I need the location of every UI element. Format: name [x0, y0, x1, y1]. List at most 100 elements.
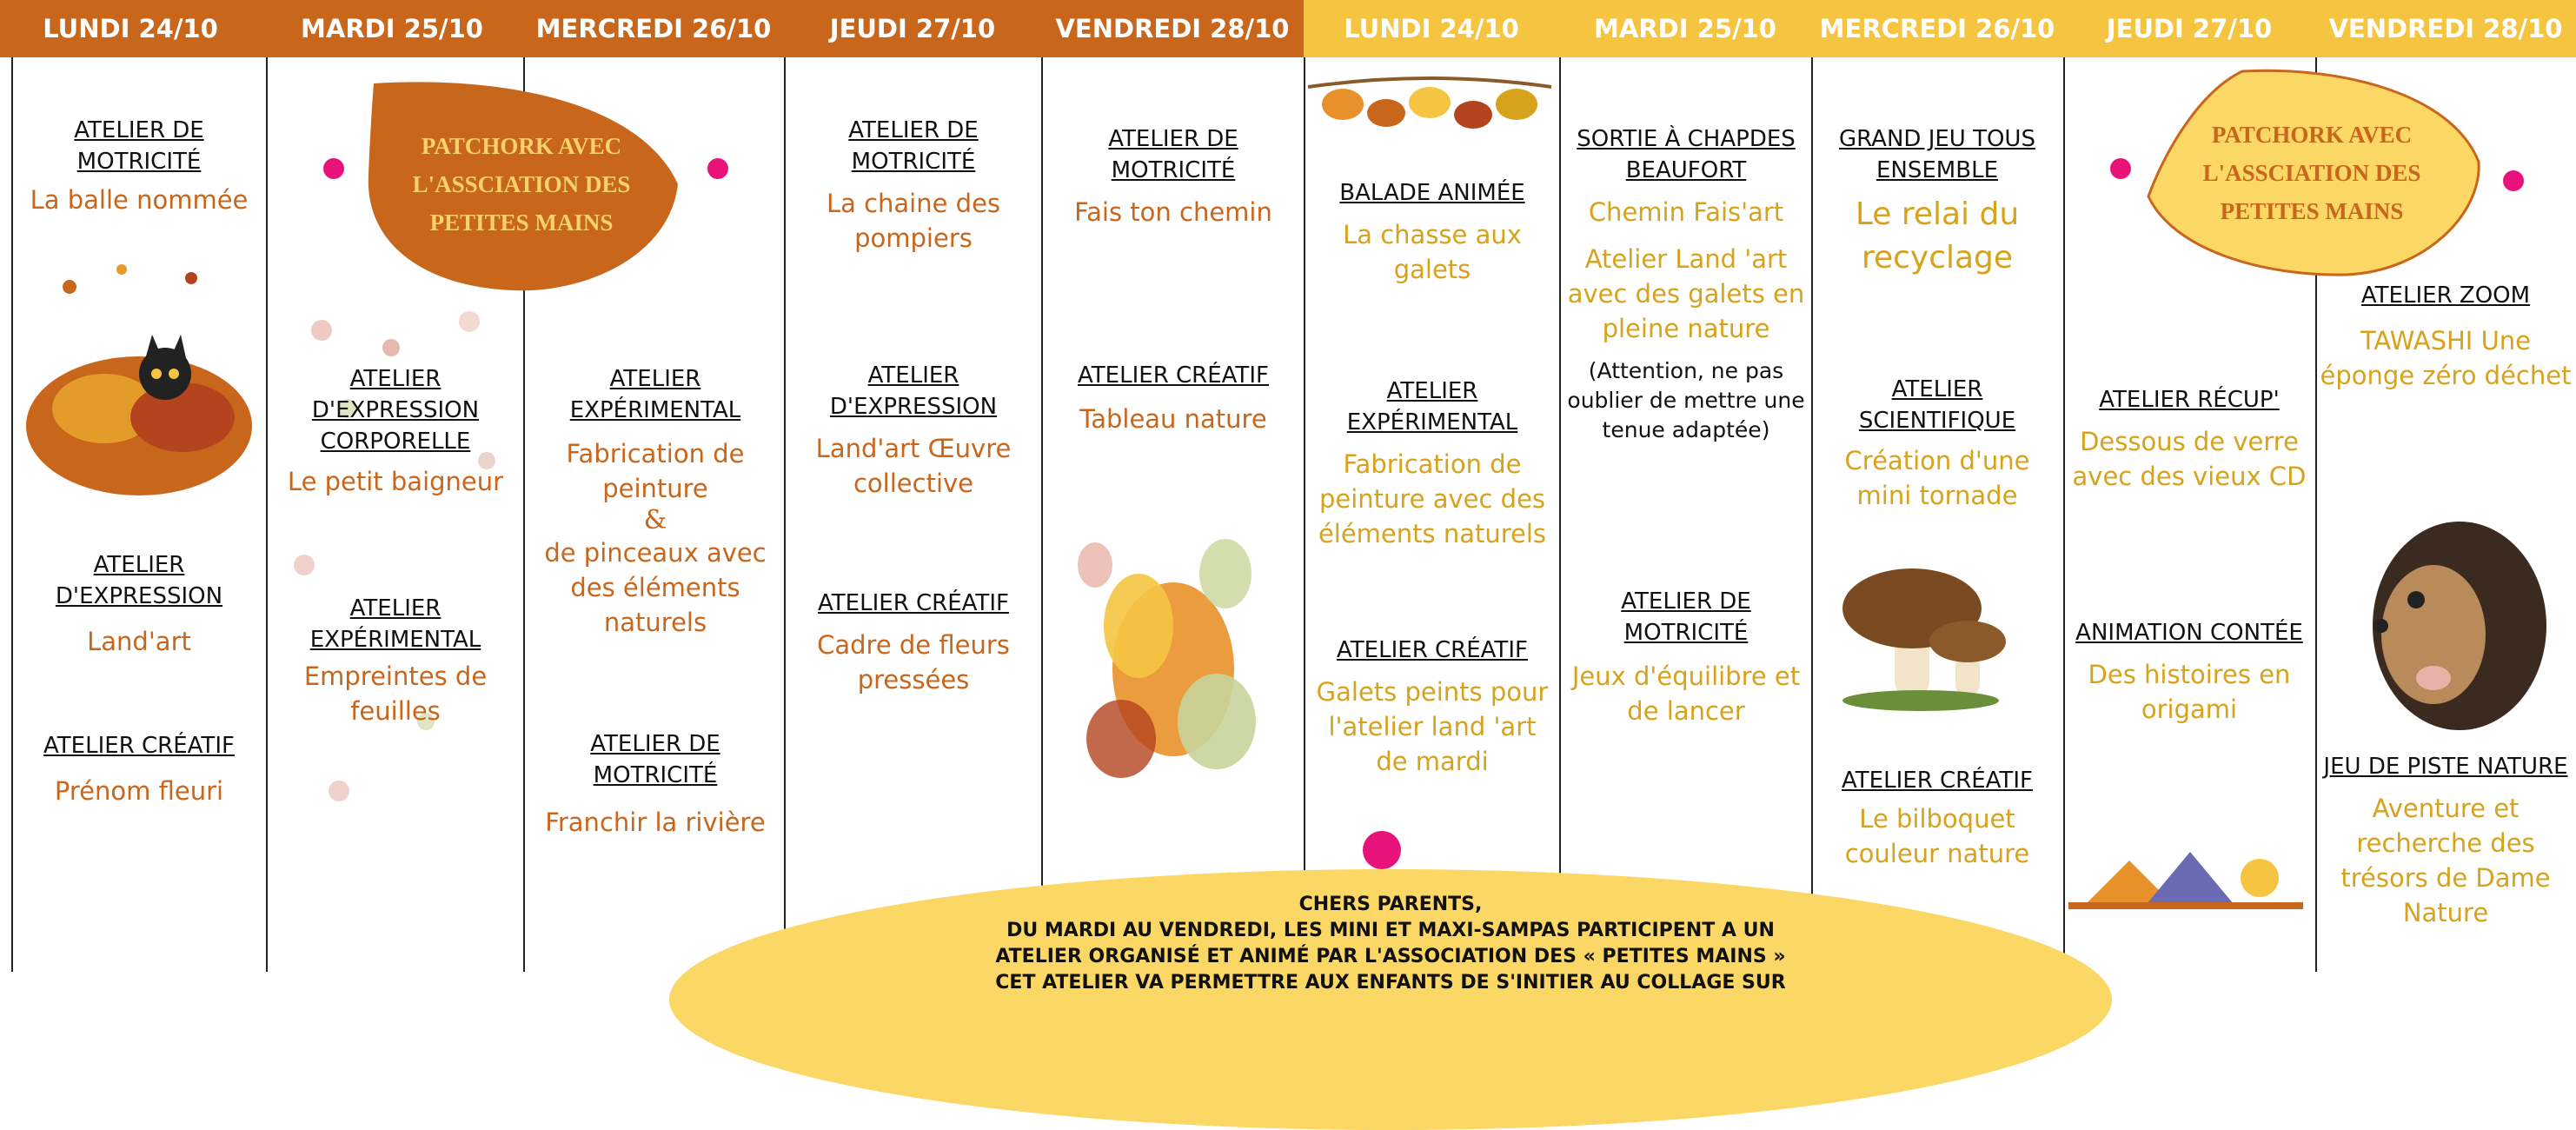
activity-thu2-contee: ANIMATION CONTÉE Des histoires en origam…	[2067, 617, 2312, 727]
activity-desc: Des histoires en origami	[2088, 660, 2291, 724]
activity-fri2-jeudepiste: JEU DE PISTE NATURE Aventure et recherch…	[2319, 751, 2573, 930]
activity-fri1-creatif: ATELIER CRÉATIF Tableau nature	[1052, 360, 1295, 436]
activity-desc: Jeux d'équilibre et de lancer	[1571, 661, 1801, 726]
activity-title: ATELIER DE MOTRICITÉ	[848, 117, 979, 175]
parents-message: CHERS PARENTS, DU MARDI AU VENDREDI, LES…	[782, 892, 1999, 996]
pink-dot-icon	[1363, 831, 1401, 869]
activity-desc: Fais ton chemin	[1074, 197, 1272, 227]
activity-desc: Le petit baigneur	[287, 467, 504, 496]
activity-title: ATELIER SCIENTIFIQUE	[1858, 376, 2016, 434]
activity-title: ATELIER DE MOTRICITÉ	[1108, 126, 1238, 183]
activity-title: ATELIER D'EXPRESSION	[829, 362, 998, 420]
activity-desc: Empreintes de feuilles	[303, 661, 488, 726]
activity-thu1-creatif: ATELIER CRÉATIF Cadre de fleurs pressées	[793, 588, 1034, 697]
activity-tue1-experimental: ATELIER EXPÉRIMENTAL Empreintes de feuil…	[278, 593, 513, 728]
activity-title: ATELIER EXPÉRIMENTAL	[309, 595, 481, 653]
leaf-shape-icon	[368, 82, 678, 291]
activity-desc: TAWASHI Une éponge zéro déchet	[2320, 326, 2572, 390]
activity-tue2-sortie: SORTIE À CHAPDES BEAUFORT Chemin Fais'ar…	[1563, 123, 1809, 445]
activity-wed1-experimental: ATELIER EXPÉRIMENTAL Fabrication de pein…	[534, 363, 777, 640]
activity-title: ATELIER RÉCUP'	[2099, 387, 2280, 413]
pink-dot-icon	[2503, 170, 2524, 191]
autumn-garland-icon	[1308, 76, 1551, 129]
ampersand: &	[643, 505, 667, 535]
activity-title: JEU DE PISTE NATURE	[2323, 754, 2568, 780]
column-divider	[1041, 57, 1043, 972]
activity-mon1-motricite: ATELIER DE MOTRICITÉ La balle nommée	[17, 115, 261, 217]
day-header-mon-week1: LUNDI 24/10	[0, 0, 261, 57]
activity-wed2-grandjeu: GRAND JEU TOUS ENSEMBLE Le relai du recy…	[1815, 123, 2060, 280]
activity-tue1-expression: ATELIER D'EXPRESSION CORPORELLE Le petit…	[278, 363, 513, 499]
column-divider	[523, 57, 525, 972]
activity-wed2-creatif: ATELIER CRÉATIF Le bilboquet couleur nat…	[1815, 765, 2060, 871]
column-divider	[266, 57, 268, 972]
activity-title: ATELIER D'EXPRESSION	[55, 552, 223, 609]
activity-thu1-motricite: ATELIER DE MOTRICITÉ La chaine des pompi…	[793, 115, 1034, 256]
activity-desc: La chasse aux galets	[1343, 220, 1522, 284]
day-header-fri-week2: VENDREDI 28/10	[2315, 0, 2576, 57]
activity-title: ATELIER CRÉATIF	[43, 733, 235, 759]
activity-mon1-expression: ATELIER D'EXPRESSION Land'art	[17, 549, 261, 659]
activity-desc: La chaine des pompiers	[826, 189, 1001, 253]
activity-desc: Atelier Land 'art avec des galets en ple…	[1567, 244, 1805, 343]
column-divider	[784, 57, 786, 972]
activity-wed2-scientifique: ATELIER SCIENTIFIQUE Création d'une mini…	[1815, 374, 2060, 513]
column-divider	[1811, 57, 1813, 972]
day-header-wed-week1: MERCREDI 26/10	[523, 0, 784, 57]
activity-desc: Création d'une mini tornade	[1844, 446, 2030, 510]
column-divider	[1559, 57, 1561, 972]
activity-thu2-recup: ATELIER RÉCUP' Dessous de verre avec des…	[2067, 384, 2312, 494]
patchwork-text: PATCHORK AVEC L'ASSCIATION DES PETITES M…	[412, 133, 631, 236]
activity-desc: Fabrication de peinture	[566, 439, 745, 503]
message-line: DU MARDI AU VENDREDI, LES MINI ET MAXI-S…	[1006, 920, 1775, 941]
activity-title: ATELIER ZOOM	[2360, 282, 2531, 309]
activity-desc: Dessous de verre avec des vieux CD	[2072, 427, 2307, 491]
activity-title: ATELIER CRÉATIF	[818, 590, 1009, 616]
activity-desc: Chemin Fais'art	[1588, 197, 1784, 227]
activity-title: ATELIER DE MOTRICITÉ	[1621, 588, 1751, 646]
activity-desc: Franchir la rivière	[545, 808, 766, 837]
activity-thu1-expression: ATELIER D'EXPRESSION Land'art Œuvre coll…	[793, 360, 1034, 501]
column-divider	[11, 57, 13, 972]
message-line: ATELIER ORGANISÉ ET ANIMÉ PAR L'ASSOCIAT…	[995, 946, 1786, 967]
activity-desc: Tableau nature	[1079, 404, 1267, 434]
activity-title: SORTIE À CHAPDES BEAUFORT	[1577, 126, 1796, 183]
pink-dot-icon	[323, 158, 344, 179]
activity-fri2-zoom: ATELIER ZOOM TAWASHI Une éponge zéro déc…	[2319, 280, 2573, 393]
message-line: CET ATELIER VA PERMETTRE AUX ENFANTS DE …	[995, 972, 1786, 994]
activity-title: ATELIER D'EXPRESSION CORPORELLE	[311, 366, 480, 455]
activity-fri1-motricite: ATELIER DE MOTRICITÉ Fais ton chemin	[1052, 123, 1295, 229]
day-header-tue-week2: MARDI 25/10	[1559, 0, 1811, 57]
activity-desc: Land'art	[87, 627, 191, 656]
activity-mon2-balade: BALADE ANIMÉE La chasse aux galets	[1311, 177, 1554, 287]
activity-desc: Fabrication de peinture avec des élément…	[1318, 449, 1547, 548]
day-header-mon-week2: LUNDI 24/10	[1304, 0, 1559, 57]
column-divider	[2063, 57, 2065, 972]
message-line: CHERS PARENTS,	[1298, 894, 1483, 915]
activity-mon2-creatif: ATELIER CRÉATIF Galets peints pour l'ate…	[1311, 635, 1554, 779]
day-header-thu-week1: JEUDI 27/10	[784, 0, 1041, 57]
falling-leaves-icon	[294, 311, 495, 801]
day-header-tue-week1: MARDI 25/10	[261, 0, 523, 57]
activity-title: ATELIER CRÉATIF	[1842, 768, 2033, 794]
leaf-pile-cat-icon	[26, 264, 252, 495]
activity-desc: Aventure et recherche des trésors de Dam…	[2340, 794, 2551, 927]
activity-title: BALADE ANIMÉE	[1339, 180, 1525, 206]
activity-desc: La balle nommée	[30, 185, 249, 215]
activity-mon2-experimental: ATELIER EXPÉRIMENTAL Fabrication de pein…	[1311, 376, 1554, 551]
day-header-fri-week1: VENDREDI 28/10	[1041, 0, 1304, 57]
activity-desc: Prénom fleuri	[54, 776, 224, 806]
leaf-shape-icon	[2147, 69, 2480, 276]
hedgehog-icon	[2373, 522, 2546, 730]
activity-desc: Galets peints pour l'atelier land 'art d…	[1316, 677, 1549, 776]
activity-title: ATELIER CRÉATIF	[1337, 637, 1528, 663]
activity-desc: Land'art Œuvre collective	[815, 434, 1012, 498]
activity-title: ATELIER CRÉATIF	[1078, 362, 1269, 389]
patchwork-leaf-week2: PATCHORK AVEC L'ASSCIATION DES PETITES M…	[2138, 66, 2486, 280]
activity-tue2-motricite: ATELIER DE MOTRICITÉ Jeux d'équilibre et…	[1563, 586, 1809, 728]
activity-title: GRAND JEU TOUS ENSEMBLE	[1839, 126, 2035, 183]
column-divider	[1304, 57, 1305, 972]
activity-title: ATELIER DE MOTRICITÉ	[590, 731, 720, 788]
activity-desc: Cadre de fleurs pressées	[817, 630, 1010, 695]
activity-title: ANIMATION CONTÉE	[2075, 620, 2303, 646]
